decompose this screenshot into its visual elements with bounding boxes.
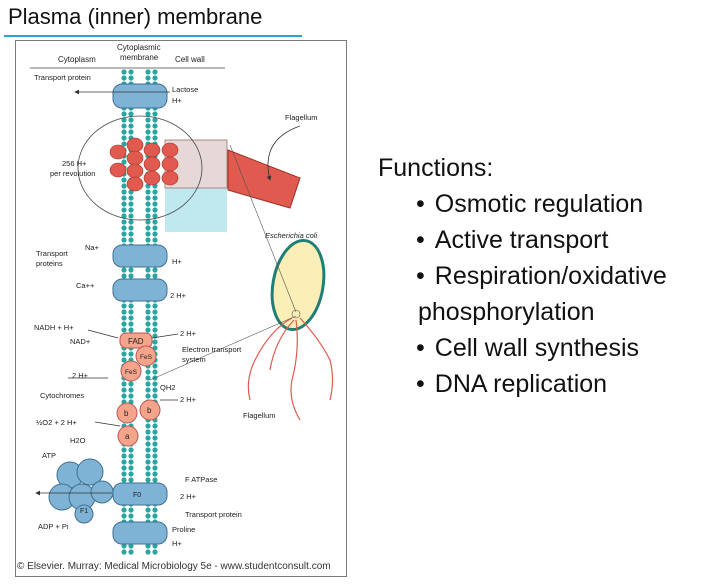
two-h-2: 2 H+: [180, 329, 197, 338]
zoom-line-1: [229, 144, 297, 313]
nadh-label: NADH + H+: [34, 323, 74, 332]
b2-label: b: [147, 406, 152, 415]
transport-protein-bottom: Transport protein: [185, 510, 242, 519]
ecoli-flagella: [247, 317, 334, 421]
na-label: Na+: [85, 243, 100, 252]
ca-label: Ca++: [76, 281, 95, 290]
cyt-b1-shape: [116, 402, 138, 424]
col-cytoplasm: Cytoplasm: [58, 55, 96, 64]
ets-1: Electron transport: [182, 345, 242, 354]
functions-list: Functions: Osmotic regulation Active tra…: [378, 150, 667, 402]
function-dna: DNA replication: [378, 366, 667, 402]
flagellum-pointer: [266, 125, 301, 181]
transport-protein-ca: [112, 278, 168, 302]
flagellum-shaft: [227, 149, 301, 209]
title-underline: [4, 35, 302, 37]
o2-label: ½O2 + 2 H+: [36, 418, 77, 427]
transport-protein-top: Transport protein: [34, 73, 91, 82]
transport-1: Transport: [36, 249, 69, 258]
two-h-3: 2 H+: [180, 395, 197, 404]
proline-label: Proline: [172, 525, 195, 534]
h-plus-3: H+: [172, 539, 182, 548]
zoom-circle: [291, 309, 301, 319]
ets-arrows: [68, 329, 179, 427]
function-cell-wall: Cell wall synthesis: [378, 330, 667, 366]
transport-protein-na: [112, 244, 168, 268]
atp-synthase-f0: [112, 482, 168, 506]
atp-synthase-f1: [48, 458, 114, 524]
h-plus-1: H+: [172, 96, 182, 105]
function-osmotic: Osmotic regulation: [378, 186, 667, 222]
col-cellwall: Cell wall: [175, 55, 205, 64]
transport-protein-top-shape: [112, 83, 168, 109]
lactose-label: Lactose: [172, 85, 198, 94]
fes-2-shape: [120, 360, 142, 382]
h2o-label: H2O: [70, 436, 86, 445]
flagellum-bottom: Flagellum: [243, 411, 276, 420]
cyt-a-shape: [117, 425, 139, 447]
transport-protein-bottom-shape: [112, 521, 168, 545]
motor-rotation-circle: [77, 115, 203, 221]
qh2-label: QH2: [160, 383, 175, 392]
fes-1-shape: [135, 345, 157, 367]
ecoli-cell: [270, 238, 326, 332]
ets-2: system: [182, 355, 206, 364]
transport-2: proteins: [36, 259, 63, 268]
flagellum-top: Flagellum: [285, 113, 318, 122]
rev-2: per revolution: [50, 169, 95, 178]
page-title: Plasma (inner) membrane: [8, 4, 263, 29]
f0-label: F0: [133, 492, 141, 499]
a-label: a: [125, 432, 130, 441]
two-h-left: 2 H+: [72, 371, 89, 380]
two-h-4: 2 H+: [180, 492, 197, 501]
fad-label: FAD: [128, 337, 144, 346]
cyt-b2-shape: [139, 399, 161, 421]
zoom-line-2: [149, 315, 297, 381]
nad-label: NAD+: [70, 337, 91, 346]
adp-label: ADP + Pi: [38, 522, 69, 531]
cytochromes-label: Cytochromes: [40, 391, 84, 400]
atp-label: ATP: [42, 451, 56, 460]
f-atpase-label: F ATPase: [185, 475, 217, 484]
col-membrane-1: Cytoplasmic: [117, 43, 161, 52]
function-active-transport: Active transport: [378, 222, 667, 258]
b1-label: b: [124, 409, 129, 418]
motor-rings: [109, 137, 179, 192]
two-h-1: 2 H+: [170, 291, 187, 300]
h-plus-2: H+: [172, 257, 182, 266]
f1-label: F1: [80, 508, 88, 515]
credit-line: © Elsevier. Murray: Medical Microbiology…: [17, 561, 331, 572]
ecoli-label: Escherichia coli: [265, 231, 317, 240]
function-respiration: Respiration/oxidative: [378, 258, 667, 294]
fes-1: FeS: [140, 354, 153, 361]
function-respiration-cont: phosphorylation: [418, 298, 595, 326]
rev-1: 256 H+: [62, 159, 87, 168]
functions-heading: Functions:: [378, 154, 494, 182]
fad-shape: [119, 332, 153, 349]
fes-2: FeS: [125, 369, 138, 376]
col-membrane-2: membrane: [120, 53, 159, 62]
